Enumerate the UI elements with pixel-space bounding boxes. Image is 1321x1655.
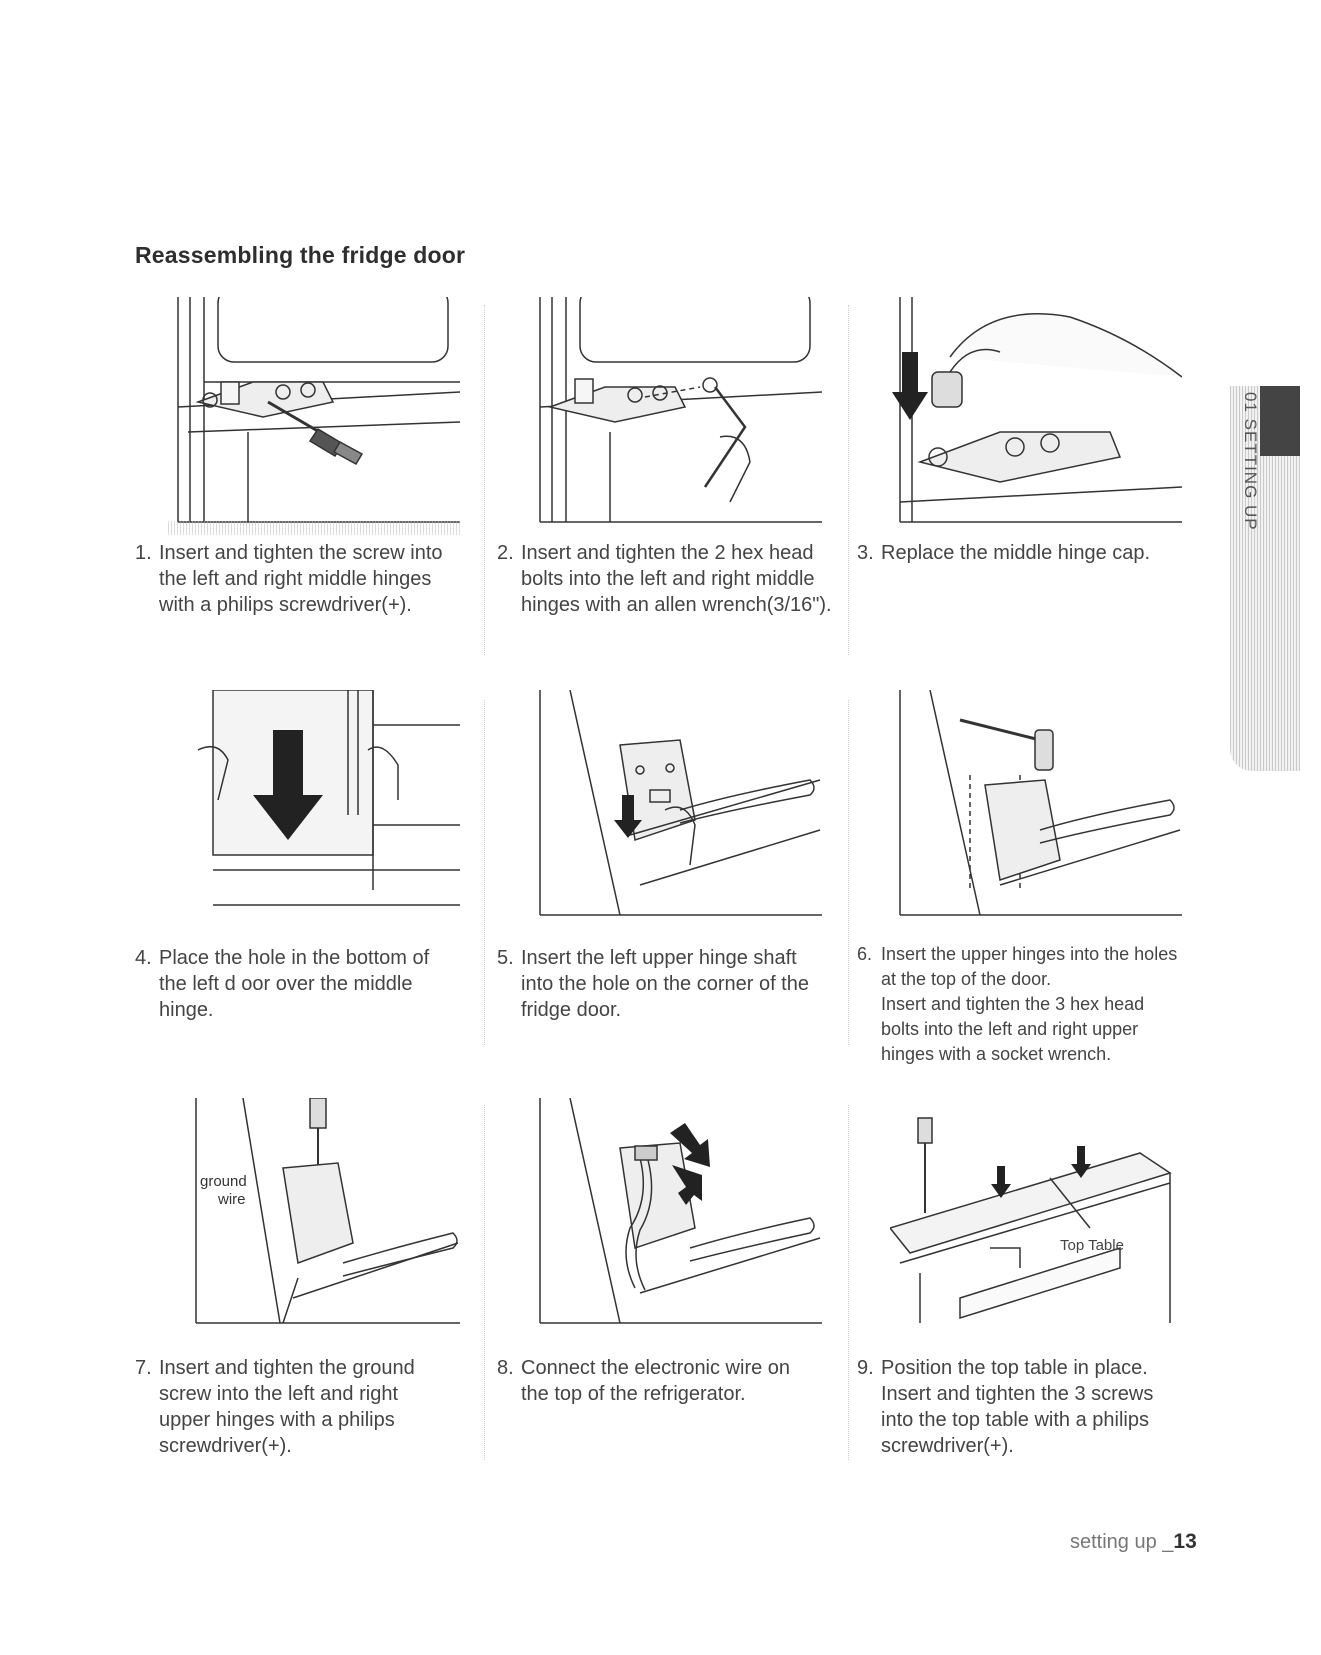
step-text: Insert the left upper hinge shaft into t… <box>521 947 809 1021</box>
page-footer: setting up _13 <box>1070 1530 1197 1554</box>
step-text: Place the hole in the bottom of the left… <box>159 947 430 1021</box>
step-8-illustration <box>530 1098 822 1336</box>
step-text: Insert and tighten the 2 hex head bolts … <box>521 542 832 616</box>
column-divider <box>484 305 485 655</box>
electronic-wire-drawing <box>530 1098 822 1336</box>
step-1-caption: 1. Insert and tighten the screw into the… <box>135 540 480 618</box>
step-5-caption: 5. Insert the left upper hinge shaft int… <box>497 945 842 1023</box>
step-number: 3. <box>857 542 874 564</box>
step-number: 8. <box>497 1357 514 1379</box>
step-text: Insert and tighten the screw into the le… <box>159 542 443 616</box>
top-table-drawing: Top Table <box>890 1098 1182 1336</box>
column-divider <box>484 700 485 1045</box>
step-9-illustration: Top Table <box>890 1098 1182 1336</box>
step-7-caption: 7. Insert and tighten the ground screw i… <box>135 1355 480 1459</box>
step-9-caption: 9. Position the top table in place. Inse… <box>857 1355 1202 1459</box>
step-number: 1. <box>135 542 152 564</box>
section-side-tab: 01 SETTING UP <box>1230 386 1300 771</box>
step-number: 5. <box>497 947 514 969</box>
page-number: 13 <box>1173 1530 1197 1553</box>
page-title: Reassembling the fridge door <box>135 242 466 268</box>
ground-screw-drawing: ground wire <box>168 1098 460 1336</box>
step-7-illustration: ground wire <box>168 1098 460 1336</box>
step-3-illustration <box>890 297 1182 535</box>
footer-section-text: setting up _ <box>1070 1531 1174 1553</box>
column-divider <box>484 1105 485 1460</box>
hinge-screwdriver-drawing <box>168 297 460 535</box>
column-divider <box>848 1105 849 1460</box>
step-6-caption: 6. Insert the upper hinges into the hole… <box>857 942 1202 1067</box>
hinge-cap-drawing <box>890 297 1182 535</box>
wire-label: wire <box>217 1191 246 1208</box>
door-placement-drawing <box>168 690 460 928</box>
column-divider <box>848 305 849 655</box>
step-5-illustration <box>530 690 822 928</box>
upper-hinge-shaft-drawing <box>530 690 822 928</box>
step-4-caption: 4. Place the hole in the bottom of the l… <box>135 945 480 1023</box>
step-2-illustration <box>530 297 822 535</box>
step-number: 2. <box>497 542 514 564</box>
step-3-caption: 3. Replace the middle hinge cap. <box>857 540 1202 566</box>
socket-wrench-hinge-drawing <box>890 690 1182 928</box>
step-text: Insert the upper hinges into the holes a… <box>881 944 1178 1064</box>
step-1-illustration <box>168 297 460 535</box>
step-text: Connect the electronic wire on the top o… <box>521 1357 791 1405</box>
step-number: 9. <box>857 1357 874 1379</box>
step-text: Insert and tighten the ground screw into… <box>159 1357 415 1457</box>
step-text: Replace the middle hinge cap. <box>881 542 1151 564</box>
step-4-illustration <box>168 690 460 928</box>
step-text: Position the top table in place. Insert … <box>881 1357 1154 1457</box>
step-2-caption: 2. Insert and tighten the 2 hex head bol… <box>497 540 842 618</box>
side-tab-marker <box>1260 386 1300 456</box>
top-table-label: Top Table <box>1060 1237 1124 1254</box>
step-6-illustration <box>890 690 1182 928</box>
step-8-caption: 8. Connect the electronic wire on the to… <box>497 1355 842 1407</box>
step-number: 6. <box>857 944 873 964</box>
hinge-allen-wrench-drawing <box>530 297 822 535</box>
step-number: 4. <box>135 947 152 969</box>
step-number: 7. <box>135 1357 152 1379</box>
ground-label: ground <box>200 1173 247 1190</box>
column-divider <box>848 700 849 1045</box>
side-tab-label: 01 SETTING UP <box>1241 392 1260 531</box>
